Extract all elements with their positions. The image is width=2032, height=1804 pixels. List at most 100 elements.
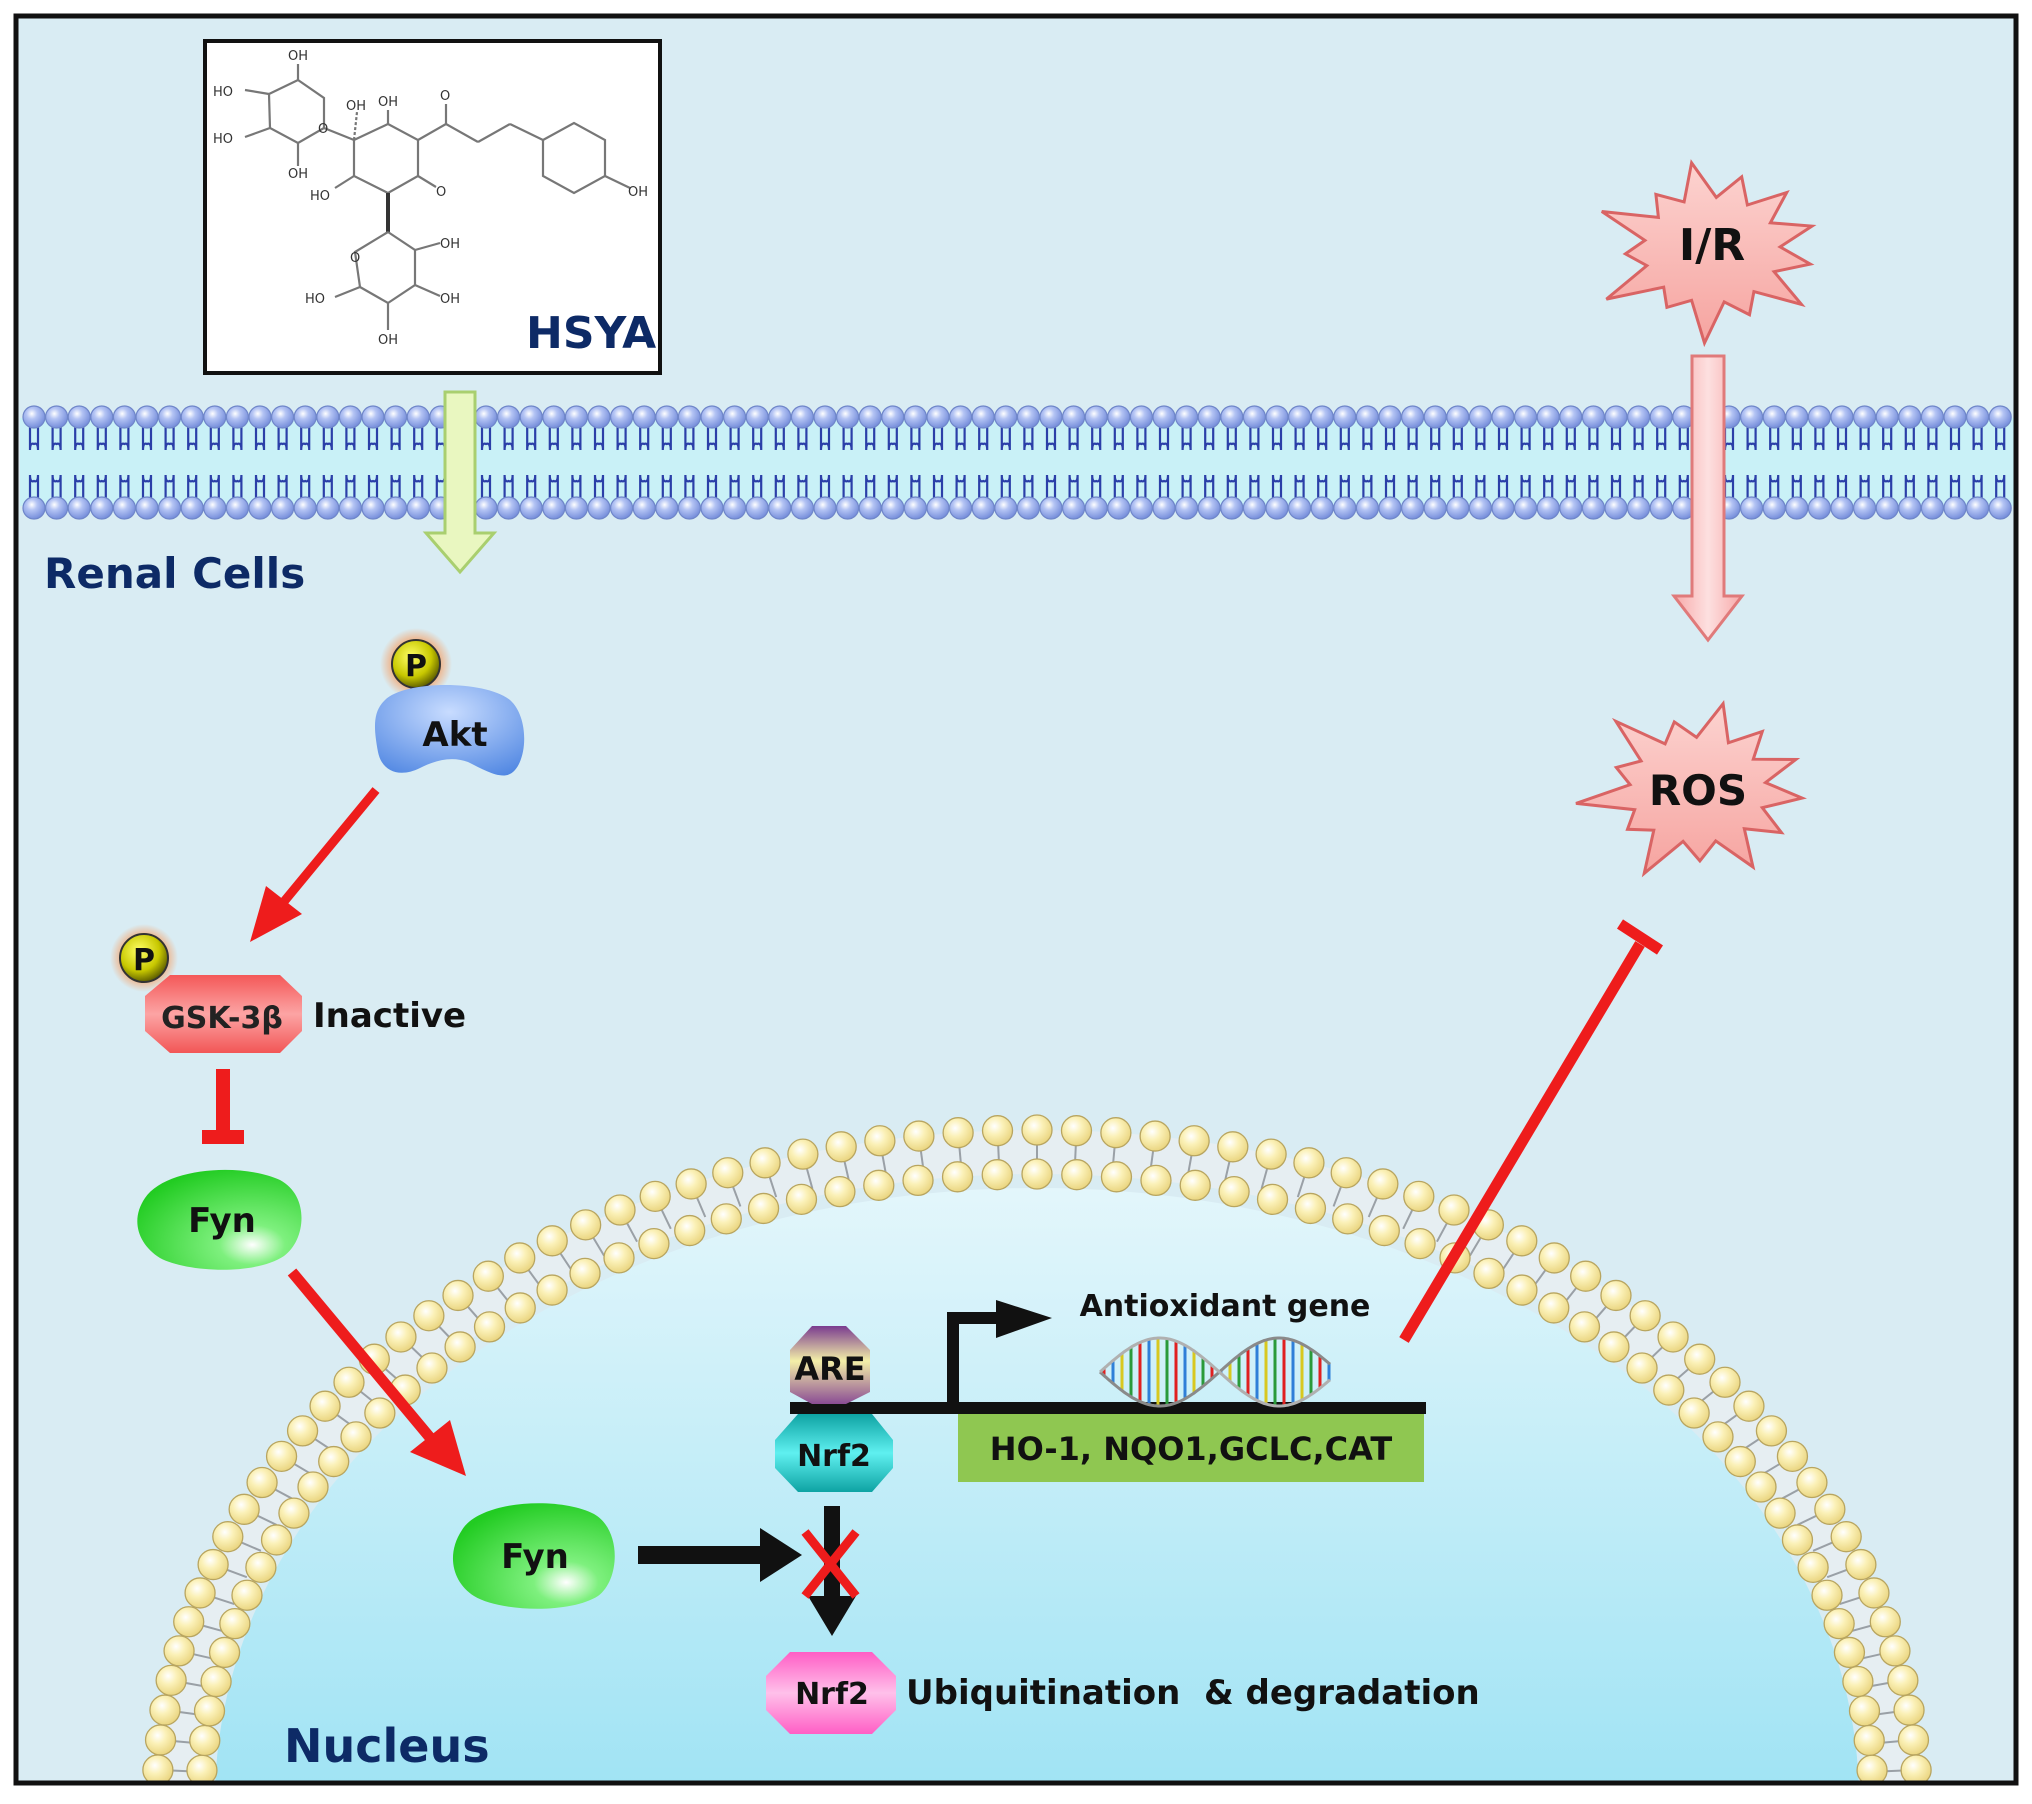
lipid-head xyxy=(44,496,69,520)
nuclear-lipid-head xyxy=(1568,1311,1601,1343)
nuclear-lipid-head xyxy=(1776,1440,1809,1473)
nuclear-lipid-head xyxy=(787,1138,819,1170)
lipid-head xyxy=(835,405,860,429)
nuclear-lipid-head xyxy=(674,1214,706,1247)
fyn-protein-icon xyxy=(137,1169,302,1270)
nuclear-lipid-head xyxy=(1021,1114,1053,1146)
nuclear-lipid-head xyxy=(309,1390,341,1422)
nuclear-lipid-head xyxy=(712,1157,744,1189)
ir-label: I/R xyxy=(1679,220,1745,271)
ros-node: ROS xyxy=(1575,699,1807,878)
nrf2-bound-label: Nrf2 xyxy=(797,1439,871,1474)
lipid-head xyxy=(858,496,882,520)
renal-cells-label: Renal Cells xyxy=(44,549,305,598)
lipid-head xyxy=(1807,496,1832,520)
lipid-head xyxy=(1197,405,1221,429)
lipid-head xyxy=(361,496,385,520)
lipid-head xyxy=(1423,405,1447,429)
nuclear-lipid-head xyxy=(1902,1785,1932,1804)
nuclear-lipid-head xyxy=(1600,1279,1632,1312)
lipid-head xyxy=(1762,496,1786,520)
lipid-head xyxy=(994,496,1018,520)
lipid-head xyxy=(926,496,950,520)
nuclear-lipid-head xyxy=(231,1579,263,1611)
nuclear-lipid-head xyxy=(942,1117,974,1149)
are-label: ARE xyxy=(794,1350,865,1388)
lipid-head xyxy=(926,405,950,429)
lipid-head xyxy=(1107,496,1131,520)
nuclear-lipid-head xyxy=(333,1366,365,1398)
hsya-box xyxy=(203,39,662,375)
atom-label: HO xyxy=(305,292,325,307)
lipid-head xyxy=(1107,405,1131,429)
nuclear-lipid-head xyxy=(864,1125,896,1157)
nuclear-lipid-head xyxy=(1869,1606,1901,1638)
lipid-head xyxy=(1220,405,1244,429)
hsya-label: HSYA xyxy=(526,308,656,359)
nrf2-degraded-node: Nrf2 Ubiquitination & degradation xyxy=(766,1652,1480,1734)
lipid-head xyxy=(158,496,182,520)
nuclear-lipid-head xyxy=(1796,1466,1828,1499)
lipid-head xyxy=(225,496,249,520)
nuclear-lipid-head xyxy=(1709,1366,1741,1398)
nuclear-lipid-head xyxy=(1797,1551,1829,1583)
lipid-head xyxy=(655,405,679,429)
lipid-head xyxy=(1242,405,1267,429)
lipid-head xyxy=(1536,405,1560,429)
dna-helix-icon xyxy=(1098,1336,1331,1408)
nuclear-lipid-head xyxy=(710,1203,742,1235)
lipid-head xyxy=(858,405,882,429)
lipid-head xyxy=(361,405,385,429)
nuclear-lipid-head xyxy=(1294,1192,1327,1225)
lipid-head xyxy=(338,496,362,520)
lipid-head xyxy=(1423,496,1447,520)
nuclear-lipid-head xyxy=(1140,1164,1172,1197)
ros-label: ROS xyxy=(1649,766,1747,815)
lipid-head xyxy=(1333,496,1357,520)
nuclear-lipid-head xyxy=(1842,1665,1874,1698)
lipid-head xyxy=(1084,496,1108,520)
plasma-membrane xyxy=(20,405,2014,520)
lipid-head xyxy=(225,405,249,429)
nuclear-lipid-head xyxy=(1538,1292,1570,1324)
atom-label: OH xyxy=(346,99,366,114)
lipid-head xyxy=(903,496,928,520)
nuclear-lipid-head xyxy=(638,1227,670,1260)
membrane-heads xyxy=(22,405,2012,520)
atom-label: O xyxy=(436,185,446,200)
nuclear-lipid-head xyxy=(1403,1180,1435,1213)
nuclear-lipid-head xyxy=(1678,1397,1710,1429)
nuclear-lipid-head xyxy=(1684,1343,1716,1375)
gsk3b-protein-icon xyxy=(145,975,302,1053)
lipid-head xyxy=(1875,496,1899,520)
lipid-head xyxy=(1988,496,2012,520)
ir-starburst-icon xyxy=(1600,159,1817,348)
nuclear-envelope xyxy=(142,1114,1932,1804)
nuclear-lipid-head xyxy=(1887,1664,1919,1697)
nuclear-lipid-head xyxy=(504,1242,536,1274)
lipid-head xyxy=(1649,405,1673,429)
lipid-head xyxy=(1852,405,1877,429)
lipid-head xyxy=(22,496,46,520)
lipid-head xyxy=(1491,496,1515,520)
lipid-head xyxy=(293,496,317,520)
nuclear-lipid-head xyxy=(1538,1242,1570,1274)
fyn-protein-icon xyxy=(452,1503,615,1609)
lipid-head xyxy=(1875,405,1899,429)
nuclear-lipid-head xyxy=(155,1664,187,1697)
atom-label: HO xyxy=(213,132,233,147)
nuclear-lipid-head xyxy=(1848,1695,1881,1727)
nuclear-lipid-head xyxy=(1745,1471,1777,1503)
lipid-head xyxy=(90,405,114,429)
lipid-head xyxy=(1129,496,1154,520)
lipid-head xyxy=(1174,496,1199,520)
lipid-head xyxy=(1039,496,1063,520)
transcription-start-arrow xyxy=(947,1312,1000,1406)
nuclear-lipid-head xyxy=(1330,1157,1362,1189)
lipid-head xyxy=(655,496,679,520)
are-node: ARE xyxy=(790,1326,870,1404)
lipid-head xyxy=(1265,496,1289,520)
atom-label: O xyxy=(440,89,450,104)
lipid-head xyxy=(316,405,340,429)
dna-backbone xyxy=(1098,1336,1331,1408)
